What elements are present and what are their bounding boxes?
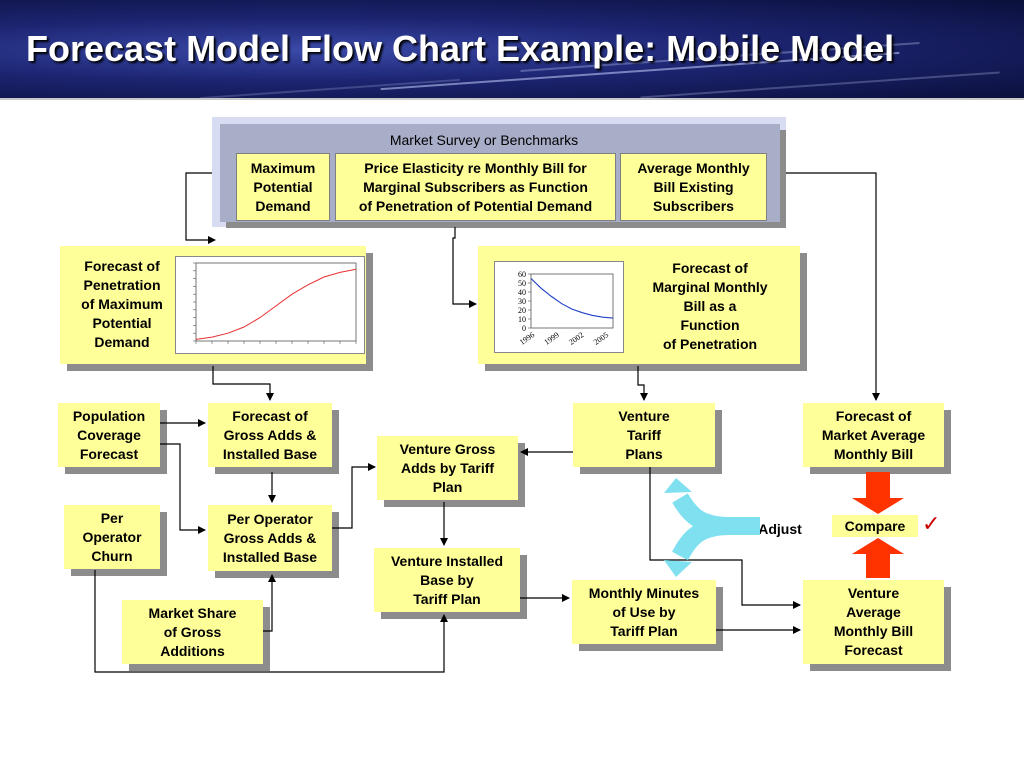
header-divider xyxy=(0,98,1024,100)
venture-avg-bill-box: Venture Average Monthly Bill Forecast xyxy=(803,580,944,664)
population-coverage-box: Population Coverage Forecast xyxy=(58,403,160,467)
marginal-bill-curve xyxy=(530,278,614,319)
market-avg-bill-box: Forecast of Market Average Monthly Bill xyxy=(803,403,944,467)
marginal-bill-label: Forecast of Marginal Monthly Bill as a F… xyxy=(652,260,768,352)
y-tick-label: 20 xyxy=(518,306,526,315)
max-demand-box: Maximum Potential Demand xyxy=(236,153,330,221)
venture-installed-base-box: Venture Installed Base by Tariff Plan xyxy=(374,548,520,612)
monthly-minutes-box: Monthly Minutes of Use by Tariff Plan xyxy=(572,580,716,644)
operator-churn-box: Per Operator Churn xyxy=(64,505,160,569)
checkmark-icon: ✓ xyxy=(922,512,941,537)
y-tick-label: 50 xyxy=(518,279,526,288)
compare-box: Compare xyxy=(832,515,918,537)
y-tick-label: 10 xyxy=(518,315,526,324)
y-tick-label: 30 xyxy=(518,297,526,306)
adjust-arrow xyxy=(672,493,760,561)
venture-gross-adds-box: Venture Gross Adds by Tariff Plan xyxy=(377,436,518,500)
market-share-box: Market Share of Gross Additions xyxy=(122,600,263,664)
gross-adds-forecast-box: Forecast of Gross Adds & Installed Base xyxy=(208,403,332,467)
price-elasticity-box: Price Elasticity re Monthly Bill for Mar… xyxy=(335,153,616,221)
red-arrows xyxy=(852,472,904,578)
avg-bill-existing-box: Average Monthly Bill Existing Subscriber… xyxy=(620,153,767,221)
adjust-label: Adjust xyxy=(758,521,802,537)
y-tick-label: 40 xyxy=(518,288,526,297)
penetration-chart xyxy=(175,256,365,354)
survey-panel-label: Market Survey or Benchmarks xyxy=(389,132,579,148)
slide-title: Forecast Model Flow Chart Example: Mobil… xyxy=(26,28,895,69)
venture-tariff-plans-box: Venture Tariff Plans xyxy=(573,403,715,467)
plot-area xyxy=(530,273,614,329)
y-tick-label: 60 xyxy=(518,270,526,279)
title-banner xyxy=(0,0,1024,100)
penetration-curve xyxy=(195,268,357,340)
penetration-forecast-label: Forecast of Penetration of Maximum Poten… xyxy=(81,258,163,350)
y-tick-label: 0 xyxy=(522,324,526,333)
operator-gross-adds-box: Per Operator Gross Adds & Installed Base xyxy=(208,505,332,571)
